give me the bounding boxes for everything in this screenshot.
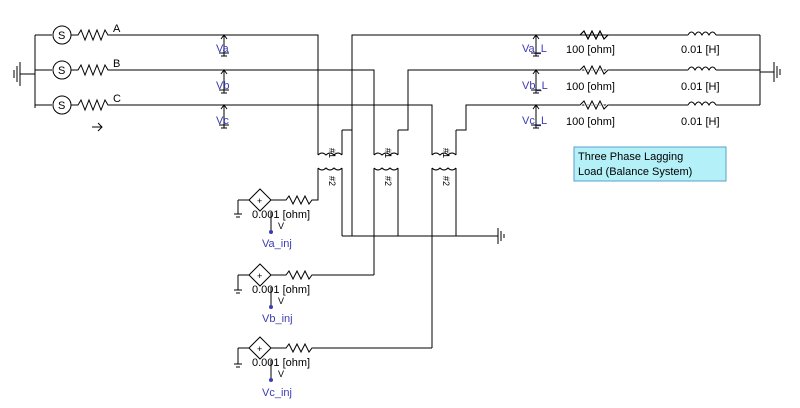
- svg-text:#1: #1: [327, 148, 337, 158]
- phase-label-c: C: [113, 93, 121, 105]
- transformer-b: #1 #2: [373, 130, 399, 275]
- meter-label-vb-inj: Vb_inj: [262, 313, 293, 325]
- meter-vc-l: Vc_L: [522, 104, 547, 129]
- meter-label-vc-inj: Vc_inj: [262, 387, 292, 399]
- svg-text:#1: #1: [441, 148, 451, 158]
- meter-vc: Vc: [216, 104, 229, 129]
- load-resistor-a: 100 [ohm]: [566, 44, 615, 56]
- injection-branch-b: + 0.001 [ohm] V Vb_inj: [234, 263, 374, 325]
- load-note: Three Phase Lagging Load (Balance System…: [573, 146, 727, 182]
- svg-text:S: S: [58, 65, 65, 77]
- load-ground: [759, 35, 781, 105]
- note-line-2: Load (Balance System): [578, 166, 692, 178]
- meter-label-va-l: Va_L: [522, 43, 547, 55]
- load-inductor-c: 0.01 [H]: [681, 116, 720, 128]
- injection-resistor-c: 0.001 [ohm]: [252, 357, 310, 369]
- meter-label-vc-l: Vc_L: [522, 115, 547, 127]
- load-voltage-meters: Va_L Vb_L Vc_L: [522, 34, 548, 129]
- meter-label-va: Va: [216, 43, 230, 55]
- meter-label-vb: Vb: [216, 80, 229, 92]
- svg-text:S: S: [58, 100, 65, 112]
- injection-meter-v-a: V: [278, 221, 284, 231]
- load-inductor-a: 0.01 [H]: [681, 44, 720, 56]
- load-inductor-b: 0.01 [H]: [681, 81, 720, 93]
- source-phase-c: S C: [52, 93, 121, 132]
- transformer-a: #1 #2: [317, 130, 343, 236]
- source-ground: [13, 34, 52, 108]
- meter-label-vb-l: Vb_L: [522, 80, 548, 92]
- load-resistor-b: 100 [ohm]: [566, 81, 615, 93]
- phase-lines: [112, 34, 433, 145]
- meter-vb-l: Vb_L: [522, 69, 548, 94]
- injection-resistor-a: 0.001 [ohm]: [252, 209, 310, 221]
- injection-meter-v-b: V: [278, 296, 284, 306]
- svg-text:#2: #2: [441, 176, 451, 186]
- secondary-ground: [497, 228, 505, 244]
- phase-label-a: A: [113, 23, 121, 35]
- load-elements: 100 [ohm] 0.01 [H] 100 [ohm] 0.01 [H] 10…: [566, 29, 720, 128]
- meter-va-l: Va_L: [522, 34, 547, 57]
- transformer-c: #1 #2: [431, 130, 457, 348]
- injection-branch-c: + 0.001 [ohm] V Vc_inj: [234, 336, 432, 399]
- source-voltage-meters: Va Vb Vc: [216, 34, 230, 129]
- injection-branch-a: + 0.001 [ohm] V Va_inj: [234, 180, 319, 250]
- source-phase-a: S A: [52, 23, 121, 45]
- svg-text:#2: #2: [383, 176, 393, 186]
- meter-label-vc: Vc: [216, 115, 229, 127]
- load-feeder-lines: [342, 34, 760, 237]
- injection-meter-v-c: V: [278, 369, 284, 379]
- injection-resistor-b: 0.001 [ohm]: [252, 284, 310, 296]
- svg-text:#2: #2: [327, 176, 337, 186]
- meter-va: Va: [216, 34, 230, 57]
- svg-text:#1: #1: [383, 148, 393, 158]
- injection-source-sign-c: +: [257, 344, 262, 354]
- meter-vb: Vb: [216, 69, 229, 94]
- injection-source-sign-b: +: [257, 271, 262, 281]
- note-line-1: Three Phase Lagging: [578, 151, 683, 163]
- source-symbol: S: [58, 30, 65, 42]
- load-resistor-c: 100 [ohm]: [566, 116, 615, 128]
- meter-label-va-inj: Va_inj: [262, 238, 292, 250]
- injection-source-sign-a: +: [257, 196, 262, 206]
- source-phase-b: S B: [52, 58, 120, 80]
- phase-label-b: B: [113, 58, 120, 70]
